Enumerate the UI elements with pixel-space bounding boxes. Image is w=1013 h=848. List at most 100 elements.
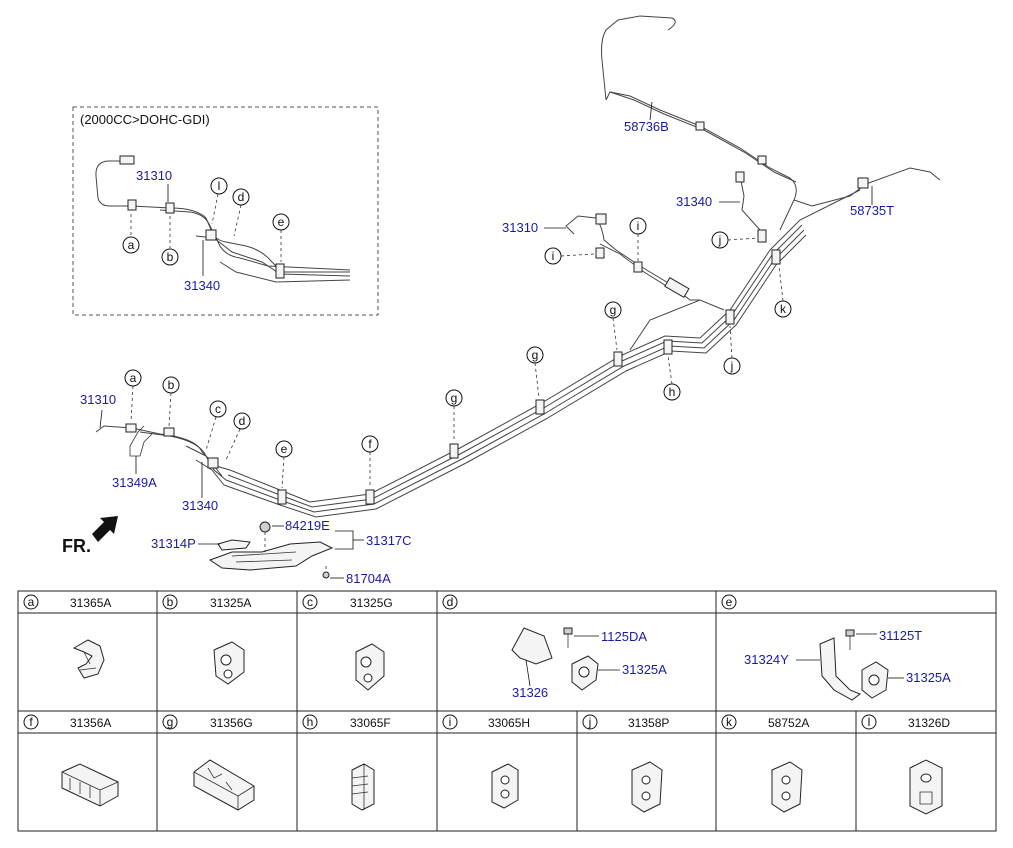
inset-label-31310: 31310	[136, 168, 172, 183]
part-d-assembly: 1125DA 31325A 31326	[511, 627, 667, 700]
cell-k-part: 58752A	[768, 716, 809, 730]
main-labels: 58736B 58735T 31340 31310 31310 31349A 3…	[80, 101, 894, 513]
label-31325A-e: 31325A	[906, 670, 951, 685]
front-arrow-icon	[92, 516, 118, 542]
svg-text:g: g	[532, 348, 539, 362]
label-31310-top: 31310	[502, 220, 538, 235]
part-e-assembly: 31125T 31324Y 31325A	[744, 628, 951, 701]
svg-text:e: e	[278, 215, 285, 229]
inset-bubble-b: b	[161, 216, 179, 266]
svg-text:c: c	[215, 402, 221, 416]
cell-j-part: 31358P	[628, 716, 669, 730]
cell-a-part: 31365A	[70, 596, 111, 610]
bubble-h: h	[663, 355, 681, 401]
inset-bubble-a: a	[122, 214, 140, 254]
front-label: FR.	[62, 536, 91, 556]
table-row1-headers: a 31365A b 31325A c 31325G d e	[23, 594, 737, 610]
inset-bubble-e: e	[272, 213, 290, 262]
part-58752A-clip-icon	[771, 761, 803, 813]
svg-text:b: b	[167, 595, 174, 609]
svg-text:g: g	[451, 391, 458, 405]
svg-text:j: j	[730, 359, 734, 373]
bubble-i-top-2: i	[629, 217, 647, 262]
bubble-b: b	[162, 376, 180, 427]
label-31317C: 31317C	[366, 533, 412, 548]
svg-text:e: e	[726, 595, 733, 609]
label-31125T: 31125T	[879, 628, 922, 643]
svg-text:j: j	[588, 715, 592, 729]
bubble-g-2: g	[526, 346, 544, 399]
part-33065F-clip-icon	[351, 763, 375, 811]
bubble-j-2: j	[723, 325, 741, 375]
cell-i-part: 33065H	[488, 716, 530, 730]
inset-label-31340: 31340	[184, 278, 220, 293]
svg-text:h: h	[307, 715, 314, 729]
cell-h-part: 33065F	[350, 716, 391, 730]
bubble-c: c	[205, 400, 227, 451]
svg-text:i: i	[449, 715, 452, 729]
label-31325A-d: 31325A	[622, 662, 667, 677]
front-marker: FR.	[62, 516, 118, 556]
label-31340-top: 31340	[676, 194, 712, 209]
inset-box: (2000CC>DOHC-GDI) 31310 31340 a b	[72, 106, 379, 316]
bubble-j-top: j	[711, 231, 759, 249]
svg-text:f: f	[29, 715, 33, 729]
svg-text:c: c	[307, 595, 313, 609]
svg-text:g: g	[167, 715, 174, 729]
label-58735T: 58735T	[850, 203, 894, 218]
bubble-a: a	[124, 369, 142, 423]
under-cover-assembly: 84219E 31317C 31314P 81704A	[151, 518, 412, 586]
main-bubbles: i i j k g g g	[124, 217, 792, 489]
label-31324Y: 31324Y	[744, 652, 789, 667]
label-31349A: 31349A	[112, 475, 157, 490]
cell-b-part: 31325A	[210, 596, 251, 610]
svg-text:a: a	[128, 238, 135, 252]
part-31326D-clip-icon	[909, 759, 943, 815]
label-84219E: 84219E	[285, 518, 330, 533]
part-31365A-clip-icon	[72, 639, 105, 679]
svg-text:i: i	[552, 249, 555, 263]
part-33065H-clip-icon	[491, 763, 519, 809]
label-31326: 31326	[512, 685, 548, 700]
svg-text:e: e	[281, 442, 288, 456]
bubble-g-1: g	[604, 301, 622, 351]
label-81704A: 81704A	[346, 571, 391, 586]
part-31325G-clip-icon	[355, 643, 385, 691]
table-row2-headers: f 31356A g 31356G h 33065F i 33065H j 31…	[23, 714, 950, 730]
cell-l-part: 31326D	[908, 716, 950, 730]
svg-text:d: d	[239, 414, 246, 428]
svg-text:g: g	[610, 303, 617, 317]
svg-text:h: h	[669, 385, 676, 399]
svg-text:k: k	[726, 715, 733, 729]
part-31358P-clip-icon	[631, 761, 663, 813]
main-fuel-lines	[95, 15, 941, 518]
svg-text:f: f	[368, 437, 372, 451]
bubble-i-top-1: i	[544, 247, 595, 265]
cell-f-part: 31356A	[70, 716, 111, 730]
label-1125DA: 1125DA	[601, 629, 647, 644]
part-31325A-clip-icon	[213, 641, 245, 685]
label-31340-low: 31340	[182, 498, 218, 513]
svg-text:k: k	[780, 302, 787, 316]
bubble-k: k	[774, 265, 792, 318]
label-31310-left: 31310	[80, 392, 116, 407]
svg-text:i: i	[637, 219, 640, 233]
part-31356G-clip-icon	[193, 759, 255, 811]
cell-g-part: 31356G	[210, 716, 253, 730]
cell-c-part: 31325G	[350, 596, 393, 610]
svg-text:b: b	[168, 378, 175, 392]
label-58736B: 58736B	[624, 119, 669, 134]
svg-text:d: d	[238, 190, 245, 204]
svg-text:d: d	[447, 595, 454, 609]
bubble-f: f	[361, 435, 379, 488]
svg-text:a: a	[130, 371, 137, 385]
bubble-g-3: g	[445, 389, 463, 442]
bubble-d: d	[225, 412, 251, 461]
inset-bubble-l: l	[210, 177, 228, 225]
svg-text:b: b	[167, 250, 174, 264]
part-31356A-clip-icon	[61, 763, 119, 807]
inset-title: (2000CC>DOHC-GDI)	[80, 112, 210, 127]
svg-text:l: l	[218, 179, 221, 193]
svg-text:a: a	[28, 595, 35, 609]
